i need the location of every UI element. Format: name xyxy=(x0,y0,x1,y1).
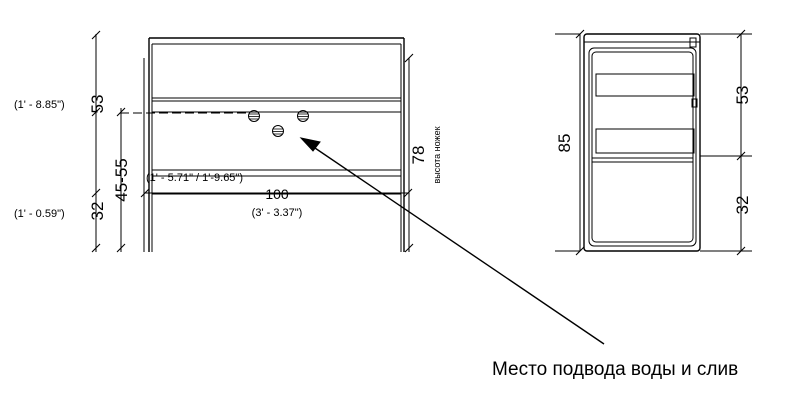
imperial-upper: (1' - 8.85") xyxy=(14,99,65,111)
water-inlet-left xyxy=(248,110,260,122)
side-dim-upper: 53 xyxy=(733,86,752,105)
side-outline xyxy=(583,33,701,252)
dim-outlet-height: 45-55 xyxy=(112,158,131,201)
callout-label: Место подвода воды и слив xyxy=(492,359,738,380)
side-drawer-lower xyxy=(595,128,695,154)
side-panel xyxy=(588,47,697,247)
drain-outlet xyxy=(272,125,284,137)
dim-width: 100 xyxy=(265,186,289,202)
imperial-width: (3' - 3.37") xyxy=(252,207,303,219)
imperial-outlet-range: (1' - 5.71" / 1'-9.65") xyxy=(146,172,243,184)
water-inlet-right xyxy=(297,110,309,122)
side-drawer-upper xyxy=(595,73,695,97)
side-dim-lower: 32 xyxy=(733,196,752,215)
front-view: 53 45-55 32 78 высота ножек 100 (1' - 8.… xyxy=(14,30,442,253)
side-view: 85 53 32 xyxy=(555,29,752,256)
dim-leg-height: 78 xyxy=(409,146,428,165)
dim-upper-height: 53 xyxy=(88,95,107,114)
side-handle xyxy=(691,98,698,108)
dim-total-height: 85 xyxy=(555,134,574,153)
callout-arrow xyxy=(299,137,605,345)
leg-height-label: высота ножек xyxy=(432,126,442,183)
dim-lower-height: 32 xyxy=(88,202,107,221)
imperial-lower: (1' - 0.59") xyxy=(14,208,65,220)
